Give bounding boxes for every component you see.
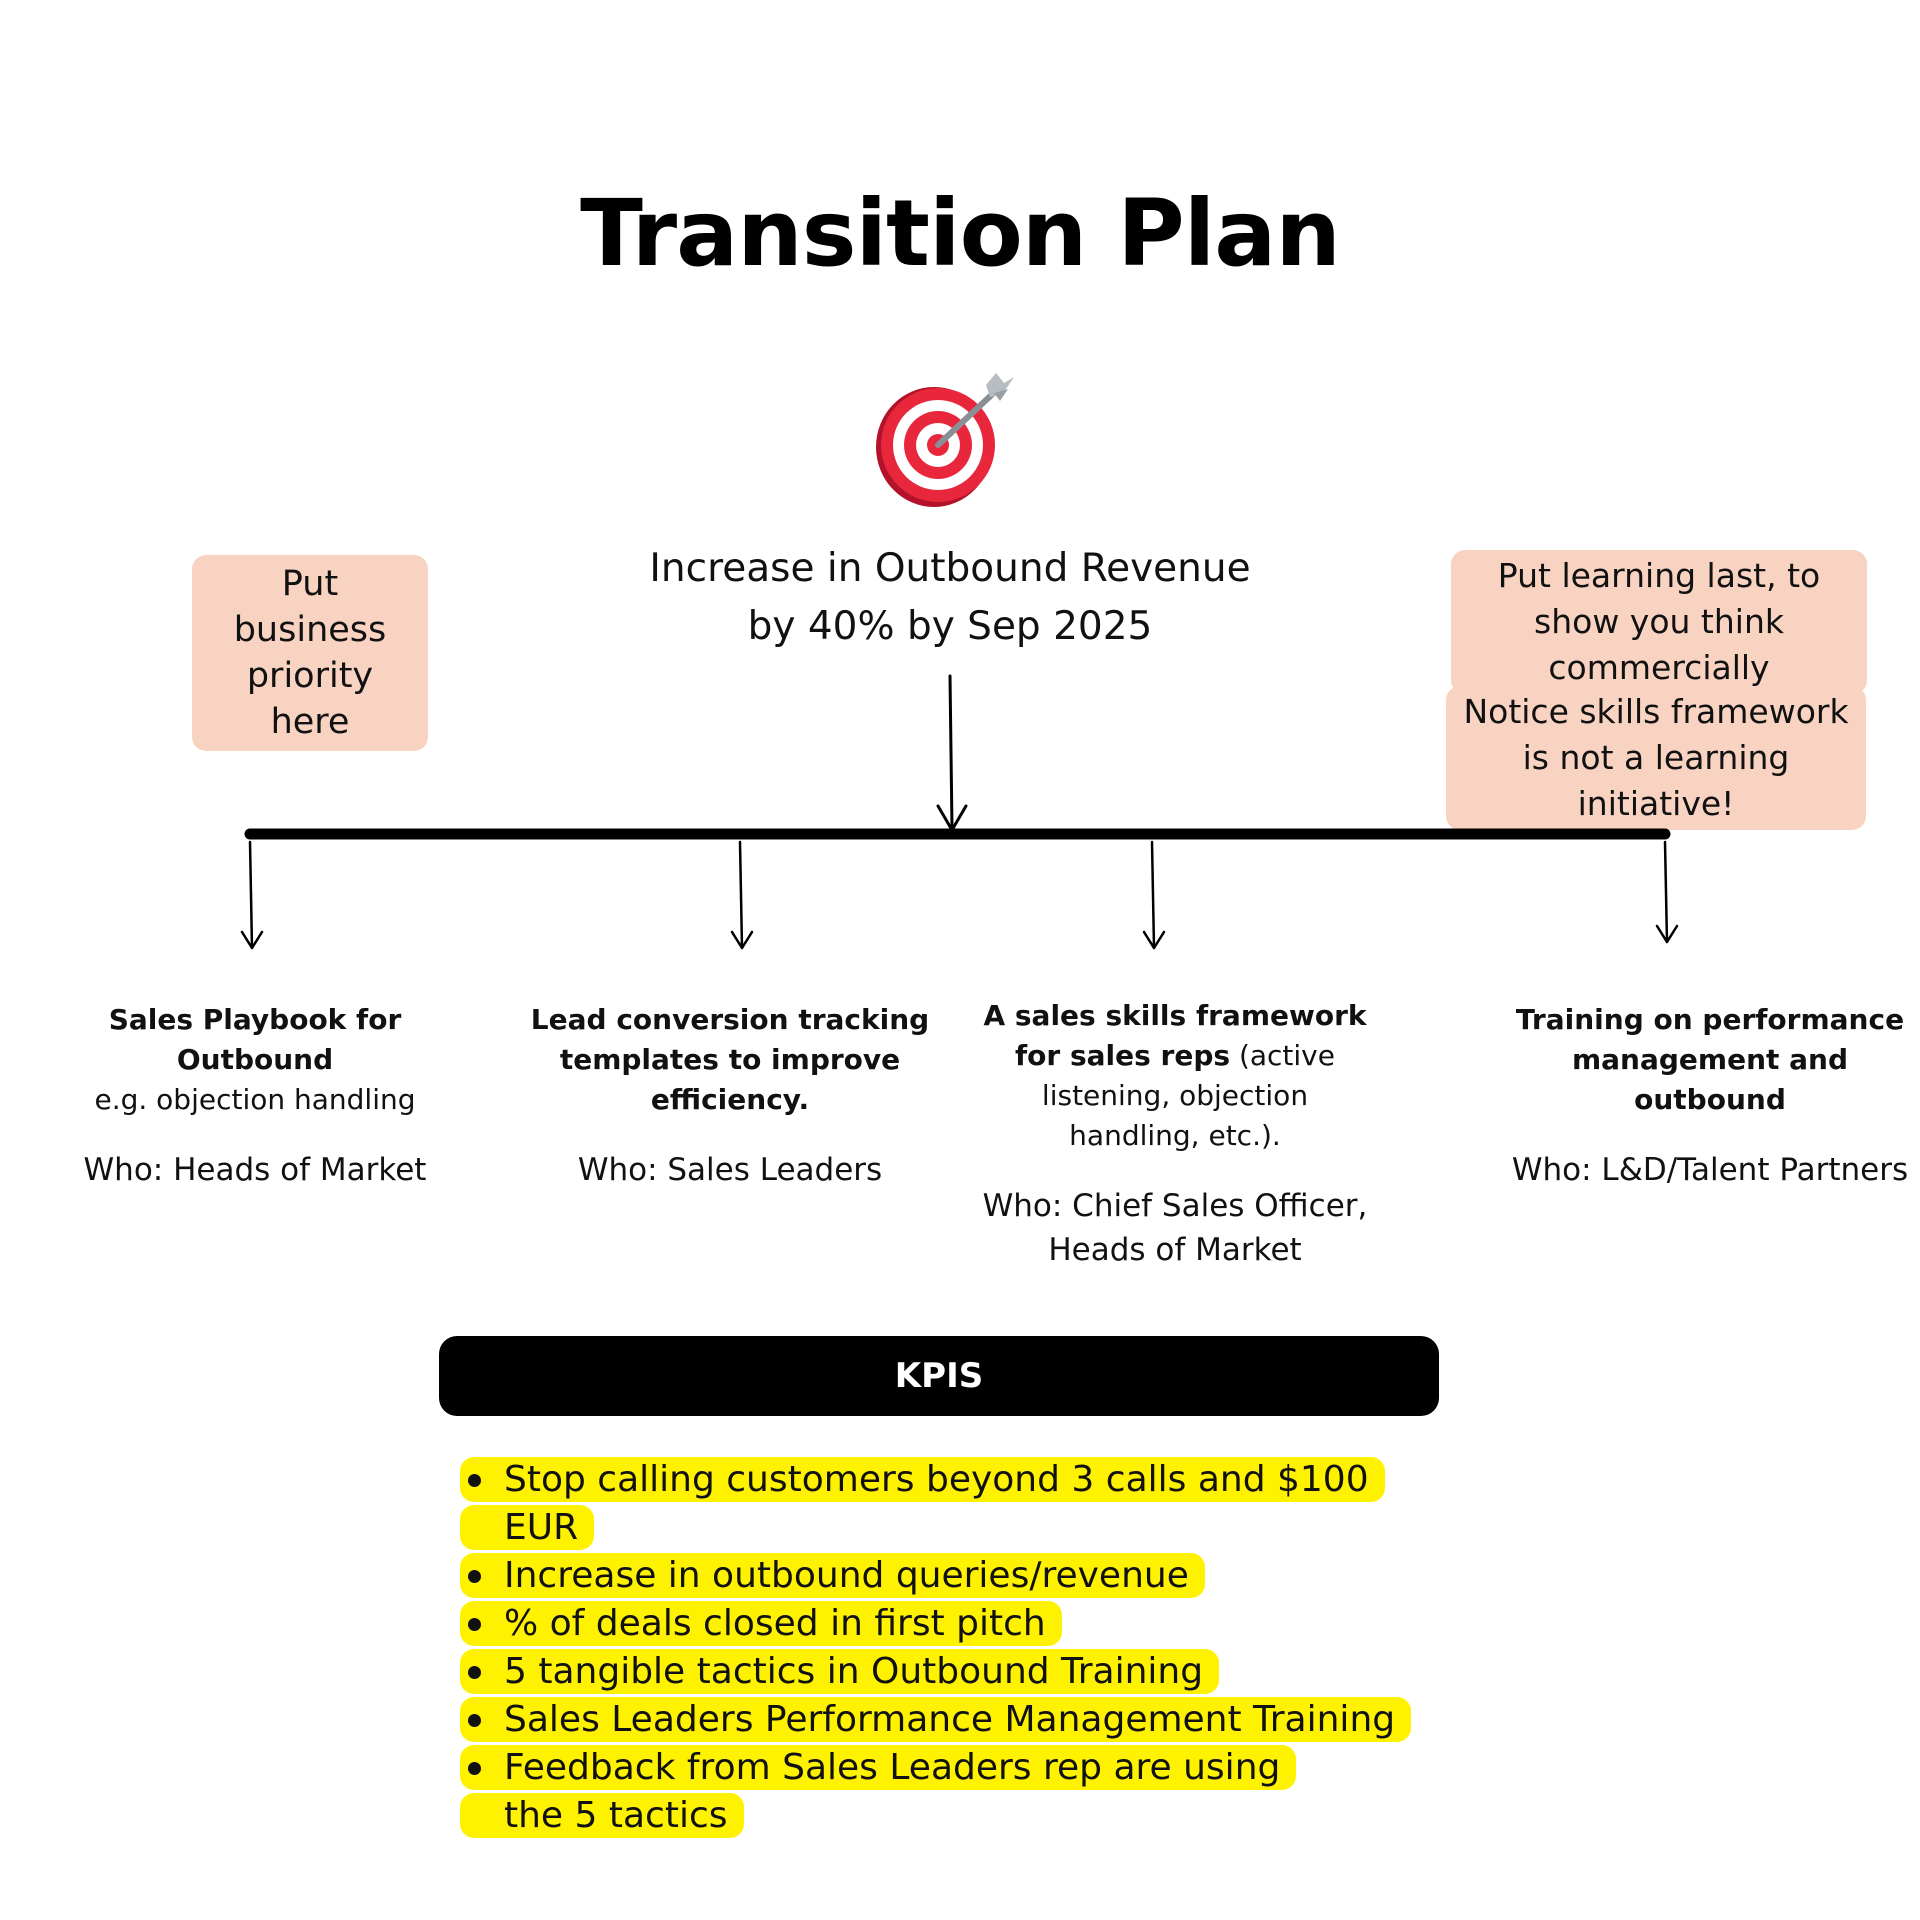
arrow-3-line: [1150, 840, 1156, 950]
initiative-skills-framework: A sales skills framework for sales reps …: [980, 996, 1370, 1272]
kpi-text: Increase in outbound queries/revenue: [460, 1553, 1205, 1598]
kpi-item: Stop calling customers beyond 3 calls an…: [460, 1456, 1460, 1552]
initiative-owner: Who: Sales Leaders: [577, 1152, 883, 1188]
initiative-title: A sales skills framework for sales reps: [983, 999, 1367, 1072]
initiative-sales-playbook: Sales Playbook for Outbound e.g. objecti…: [40, 1000, 470, 1192]
initiative-title: Sales Playbook for Outbound: [108, 1003, 402, 1076]
kpi-text: Sales Leaders Performance Management Tra…: [460, 1697, 1412, 1742]
kpi-item: Feedback from Sales Leaders rep are usin…: [460, 1744, 1324, 1840]
arrow-1-line: [248, 840, 254, 950]
kpi-item: Sales Leaders Performance Management Tra…: [460, 1696, 1460, 1744]
note-business-priority: Put business priority here: [192, 555, 428, 751]
initiative-title: Lead conversion tracking templates to im…: [530, 1003, 930, 1116]
goal-line-1: Increase in Outbound Revenue: [649, 546, 1251, 591]
bullet-icon: [468, 1666, 481, 1679]
target-dart-icon: [876, 373, 1014, 507]
note-learning-last: Put learning last, to show you think com…: [1451, 550, 1867, 694]
kpi-text: 5 tangible tactics in Outbound Training: [460, 1649, 1220, 1694]
kpi-item: % of deals closed in first pitch: [460, 1600, 1460, 1648]
bullet-icon: [468, 1570, 481, 1583]
bullet-icon: [468, 1618, 481, 1631]
goal-statement: Increase in Outbound Revenue by 40% by S…: [590, 540, 1310, 656]
arrow-2-head: [730, 930, 754, 950]
initiative-owner: Who: Chief Sales Officer, Heads of Marke…: [982, 1188, 1368, 1268]
bullet-icon: [468, 1474, 481, 1487]
goal-arrow-line: [948, 674, 954, 830]
kpi-item: Increase in outbound queries/revenue: [460, 1552, 1460, 1600]
kpi-list: Stop calling customers beyond 3 calls an…: [460, 1456, 1460, 1840]
arrow-4-line: [1663, 840, 1669, 944]
arrow-1-head: [240, 930, 264, 950]
goal-line-2: by 40% by Sep 2025: [747, 604, 1153, 649]
initiative-detail: e.g. objection handling: [94, 1083, 416, 1116]
arrow-3-head: [1142, 930, 1166, 950]
kpi-item: 5 tangible tactics in Outbound Training: [460, 1648, 1460, 1696]
initiative-training: Training on performance management and o…: [1500, 1000, 1920, 1192]
arrow-2-line: [738, 840, 744, 950]
initiative-lead-conversion: Lead conversion tracking templates to im…: [530, 1000, 930, 1192]
initiative-owner: Who: L&D/Talent Partners: [1511, 1152, 1909, 1188]
arrow-4-head: [1655, 924, 1679, 944]
initiative-title: Training on performance management and o…: [1515, 1003, 1905, 1116]
kpi-text: Feedback from Sales Leaders rep are usin…: [460, 1745, 1297, 1838]
page-title: Transition Plan: [580, 180, 1341, 287]
kpi-text: Stop calling customers beyond 3 calls an…: [460, 1457, 1385, 1550]
initiative-detail: (active listening, objection handling, e…: [1041, 1039, 1335, 1152]
kpis-header: KPIS: [439, 1336, 1439, 1416]
kpi-text: % of deals closed in first pitch: [460, 1601, 1062, 1646]
bullet-icon: [468, 1762, 481, 1775]
note-skills-framework: Notice skills framework is not a learnin…: [1446, 686, 1866, 830]
bullet-icon: [468, 1714, 481, 1727]
initiative-owner: Who: Heads of Market: [83, 1152, 427, 1188]
